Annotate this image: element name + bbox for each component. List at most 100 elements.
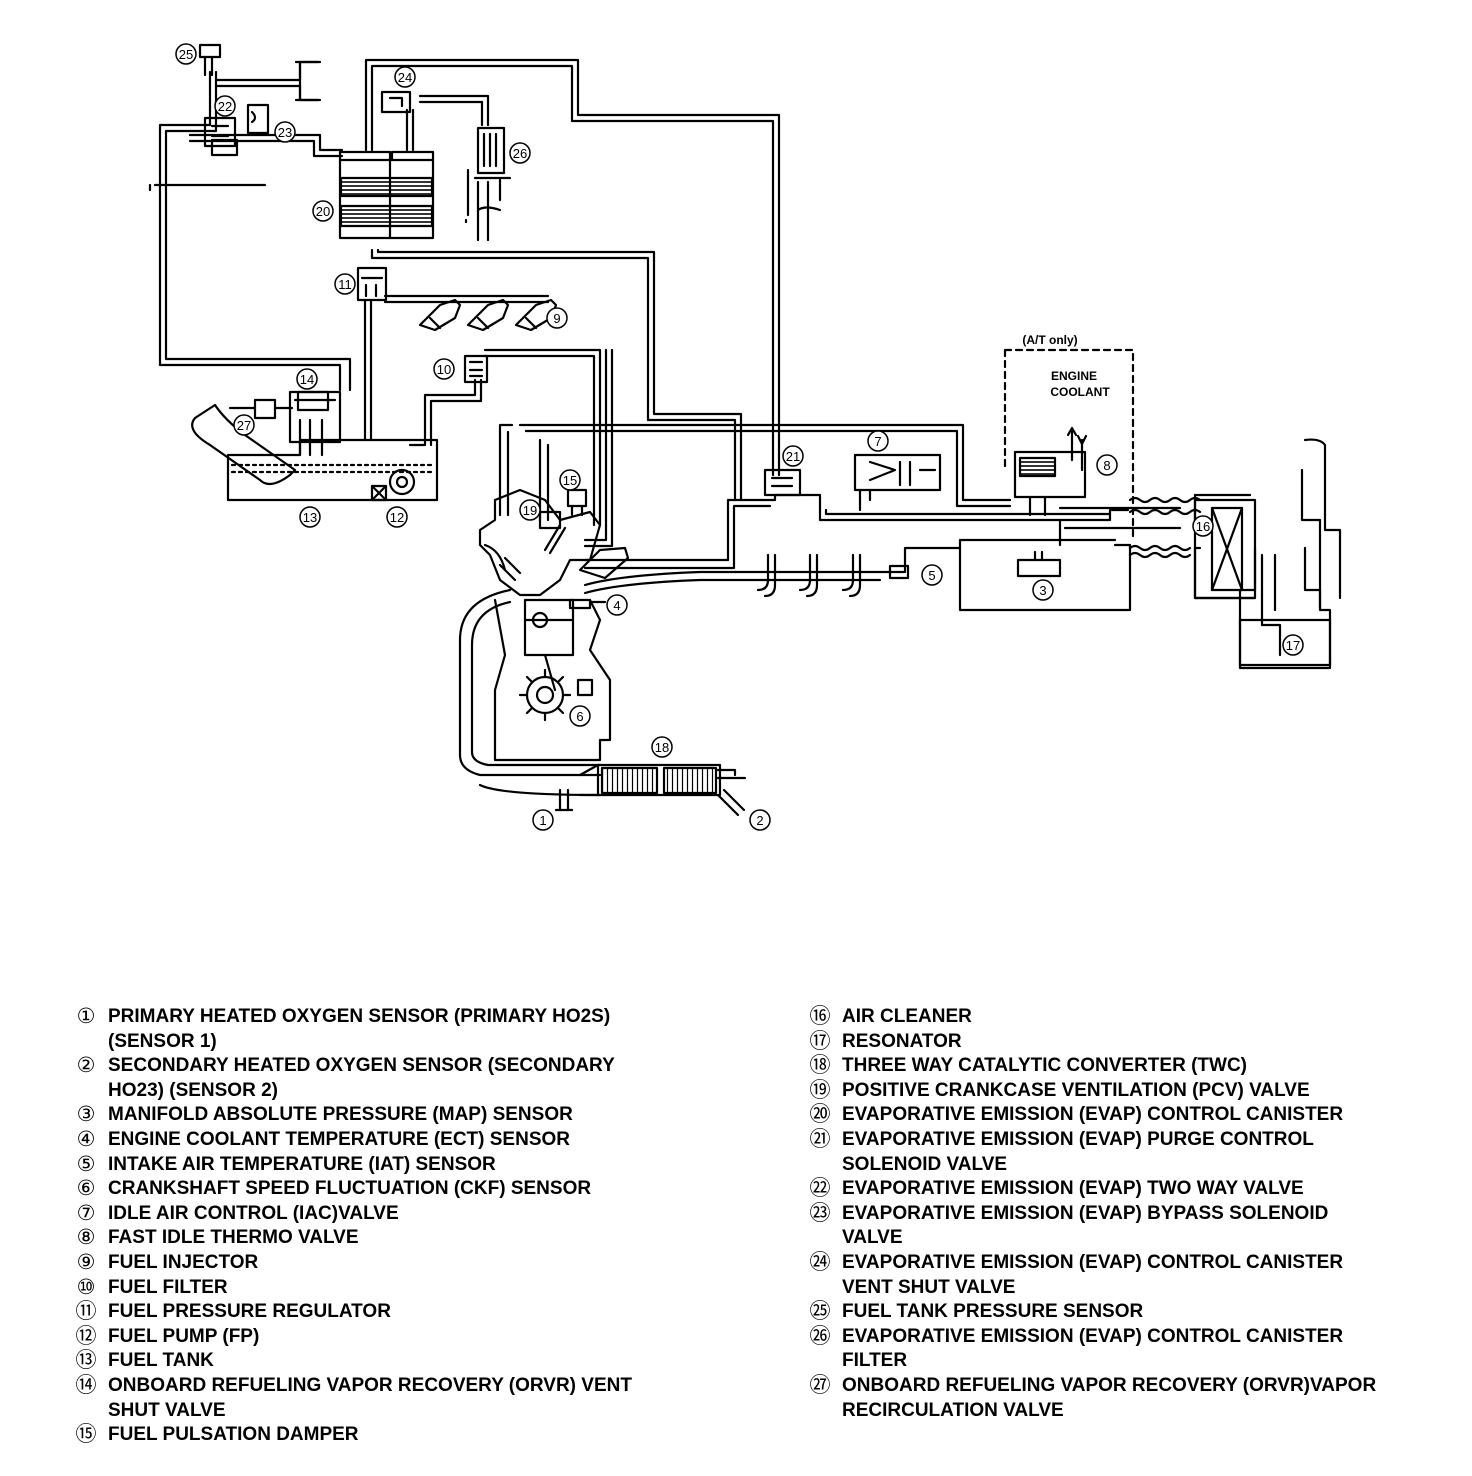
hose-lines: [148, 58, 1342, 797]
fuel-filter: [463, 354, 489, 384]
legend-item-text: EVAPORATIVE EMISSION (EVAP) PURGE CONTRO…: [842, 1128, 1314, 1175]
legend-item-number: ㉗: [809, 1373, 831, 1397]
legend-item-text: MANIFOLD ABSOLUTE PRESSURE (MAP) SENSOR: [108, 1104, 573, 1126]
callout-8: 8: [1096, 454, 1118, 476]
legend-item-number: ㉔: [809, 1250, 831, 1274]
callout-11-label: 11: [338, 277, 352, 292]
callout-5-label: 5: [928, 568, 935, 583]
legend-item-number: ⑩: [76, 1275, 96, 1299]
callout-24-label: 24: [398, 70, 412, 85]
fuel-tank: [191, 390, 439, 502]
legend-item-number: ⑯: [809, 1005, 831, 1028]
legend-item-number: ⑭: [75, 1373, 97, 1397]
legend-item-number: ⑨: [76, 1250, 96, 1274]
callout-21-label: 21: [786, 449, 800, 464]
orvr-vent-shut-valve: [296, 390, 330, 412]
legend-item-text: FUEL INJECTOR: [108, 1251, 259, 1273]
primary-ho2s: [554, 788, 574, 812]
legend-item-text: PRIMARY HEATED OXYGEN SENSOR (PRIMARY HO…: [108, 1006, 611, 1052]
legend-item-text: FUEL PUMP (FP): [108, 1325, 260, 1347]
callout-21: 21: [782, 445, 804, 467]
fuel-injectors: [418, 298, 558, 332]
evap-bypass-solenoid-valve: [210, 103, 270, 157]
iat-sensor: [888, 564, 910, 580]
callout-5: 5: [921, 564, 943, 586]
evap-purge-control-solenoid-valve: [763, 468, 802, 497]
callout-22-label: 22: [218, 99, 232, 114]
legend-item: ④ ENGINE COOLANT TEMPERATURE (ECT) SENSOR: [74, 1128, 754, 1153]
callout-20: 20: [312, 200, 334, 222]
legend-item-text: IDLE AIR CONTROL (IAC)VALVE: [108, 1202, 399, 1224]
legend-item-number: ⑰: [809, 1029, 831, 1053]
orvr-vapor-recirculation-valve: [228, 398, 294, 420]
air-cleaner: [1193, 498, 1257, 600]
legend-item: ⑫ FUEL PUMP (FP): [74, 1325, 754, 1350]
callout-9-label: 9: [553, 311, 560, 326]
legend-item-number: ⑪: [75, 1300, 97, 1324]
callout-27: 27: [233, 414, 255, 436]
engine-block: [478, 488, 612, 762]
legend-item-text: CRANKSHAFT SPEED FLUCTUATION (CKF) SENSO…: [108, 1178, 592, 1200]
throttle-body: [958, 518, 1132, 612]
legend-item: ⑩ FUEL FILTER: [74, 1276, 754, 1301]
legend-item-number: ⑬: [75, 1349, 97, 1373]
callout-23: 23: [274, 121, 296, 143]
callout-3-label: 3: [1039, 583, 1046, 598]
ect-sensor: [568, 598, 607, 610]
legend-item-text: THREE WAY CATALYTIC CONVERTER (TWC): [842, 1055, 1247, 1077]
legend-item: ⑯ AIR CLEANER: [808, 1005, 1448, 1030]
callout-6: 6: [569, 705, 591, 727]
fuel-pressure-regulator: [356, 266, 388, 302]
callout-18: 18: [651, 736, 673, 758]
callout-10-label: 10: [437, 362, 451, 377]
legend-item-text: EVAPORATIVE EMISSION (EVAP) CONTROL CANI…: [842, 1104, 1344, 1126]
legend-item-text: FUEL FILTER: [108, 1276, 228, 1298]
legend-item-number: ④: [76, 1127, 96, 1151]
callout-8-label: 8: [1103, 458, 1110, 473]
callout-12: 12: [386, 506, 408, 528]
fuel-pulsation-damper: [566, 488, 588, 517]
callout-23-label: 23: [278, 125, 292, 140]
legend-item-text: EVAPORATIVE EMISSION (EVAP) CONTROL CANI…: [842, 1325, 1344, 1372]
legend-item-text: FUEL PRESSURE REGULATOR: [108, 1301, 391, 1323]
legend-item-text: EVAPORATIVE EMISSION (EVAP) CONTROL CANI…: [842, 1251, 1344, 1298]
legend-item-text: FUEL TANK PRESSURE SENSOR: [842, 1301, 1144, 1323]
callout-2-label: 2: [756, 813, 763, 828]
emission-system-diagram: 25 22 23 24 26 20 11 9 10 14 27 13 12 15…: [148, 43, 1342, 831]
evap-control-canister: [338, 150, 435, 240]
legend-item-text: ENGINE COOLANT TEMPERATURE (ECT) SENSOR: [108, 1128, 570, 1150]
legend-item-text: POSITIVE CRANKCASE VENTILATION (PCV) VAL…: [842, 1079, 1310, 1101]
callout-4-label: 4: [613, 598, 620, 613]
fuel-tank-pressure-sensor: [198, 43, 322, 102]
legend-item-number: ③: [76, 1103, 96, 1127]
legend-item-text: EVAPORATIVE EMISSION (EVAP) BYPASS SOLEN…: [842, 1202, 1329, 1249]
fuel-pump: [370, 468, 416, 502]
callout-27-label: 27: [237, 418, 251, 433]
secondary-ho2s: [716, 788, 746, 817]
callout-1-label: 1: [539, 813, 546, 828]
callout-14: 14: [296, 368, 318, 390]
legend-item-number: ㉖: [809, 1324, 831, 1348]
legend-item: ⑪ FUEL PRESSURE REGULATOR: [74, 1300, 754, 1325]
legend-item-number: ⑦: [76, 1201, 96, 1225]
callout-11: 11: [334, 273, 356, 295]
legend-item: ㉖ EVAPORATIVE EMISSION (EVAP) CONTROL CAN…: [808, 1325, 1448, 1374]
callout-26: 26: [509, 142, 531, 164]
callout-17-label: 17: [1286, 638, 1300, 653]
callout-3: 3: [1032, 579, 1054, 601]
callout-19: 19: [519, 499, 541, 521]
legend-item-number: ②: [76, 1054, 96, 1078]
legend-item-number: ⑫: [75, 1324, 97, 1348]
callout-13: 13: [299, 506, 321, 528]
legend-item-text: AIR CLEANER: [842, 1006, 972, 1027]
callout-26-label: 26: [513, 146, 527, 161]
legend-item: ㉔ EVAPORATIVE EMISSION (EVAP) CONTROL CAN…: [808, 1251, 1448, 1300]
